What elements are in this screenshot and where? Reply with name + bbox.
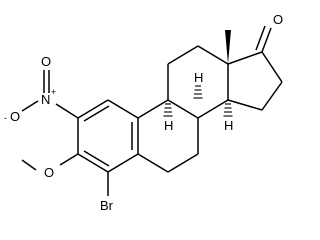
bond [107, 153, 139, 173]
carbonyl-bond [261, 27, 272, 53]
bond [261, 81, 283, 111]
ring-d [227, 51, 283, 111]
methyl-bond [21, 159, 37, 171]
bond [227, 99, 263, 111]
bromine-label: Br [100, 198, 114, 213]
hydrogen-9-label: H [164, 118, 173, 133]
ring-c [167, 45, 229, 119]
nitro-nitrogen-label: N [41, 92, 50, 107]
bond [137, 153, 169, 173]
ring-b [137, 99, 199, 173]
hash-bond-h14 [223, 103, 233, 117]
carbonyl-bond-second [255, 25, 266, 51]
double-bond-inner [83, 105, 110, 122]
hydrogen-14-label: H [224, 118, 233, 133]
steroid-structure-diagram: O N + O O - O Br H H H [4, 12, 283, 213]
bond [107, 99, 139, 119]
nitro-minus-charge: - [4, 113, 7, 123]
bond [227, 51, 263, 65]
nitro-plus-charge: + [51, 87, 56, 97]
bond [167, 153, 199, 173]
nitro-oxygen-double-label: O [41, 54, 51, 69]
bond [77, 99, 109, 119]
hash-bond-h8 [193, 85, 203, 99]
bond [77, 153, 109, 173]
nitro-oxygen-minus-label: O [10, 109, 20, 124]
bond [167, 99, 199, 119]
methyl-wedge-bond [225, 30, 231, 64]
bond [137, 99, 169, 119]
hash-bond-h9 [163, 103, 173, 117]
double-bond-inner [83, 150, 110, 167]
carbonyl-oxygen-label: O [273, 12, 283, 27]
bond [197, 45, 229, 65]
ring-a-aromatic [77, 99, 139, 173]
bond [197, 99, 229, 119]
methoxy-oxygen-label: O [44, 165, 54, 180]
nitro-o-bond [21, 100, 39, 112]
hydrogen-8-label: H [194, 70, 203, 85]
nitro-bond [55, 103, 79, 119]
methoxy-bond [59, 153, 79, 166]
bond [167, 45, 199, 65]
bond [261, 51, 283, 83]
